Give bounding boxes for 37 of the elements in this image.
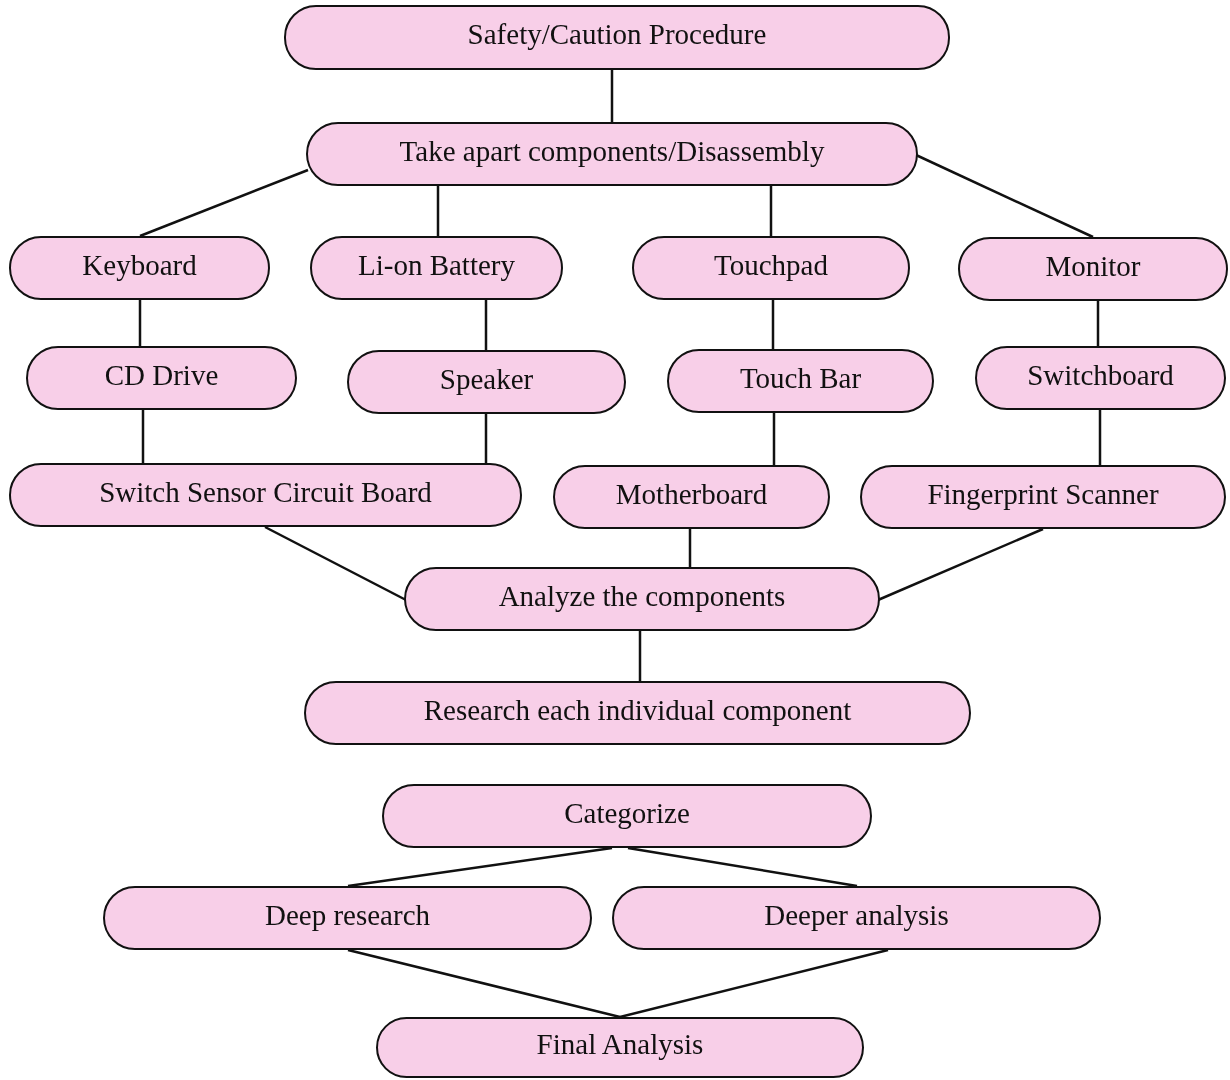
- connector-line: [771, 300, 775, 349]
- process-box: Take apart components/Disassembly: [306, 122, 918, 186]
- connector-line: [484, 300, 488, 350]
- connector-line: [1096, 301, 1100, 346]
- process-box: Fingerprint Scanner: [860, 465, 1226, 529]
- process-box: Li-on Battery: [310, 236, 563, 300]
- connector-line: [769, 186, 773, 236]
- process-box: Research each individual component: [304, 681, 971, 745]
- connector-line: [610, 70, 614, 122]
- process-box: Categorize: [382, 784, 872, 848]
- process-box: Touchpad: [632, 236, 910, 300]
- connector-line: [141, 410, 145, 463]
- connector-line: [347, 948, 621, 1019]
- connector-line: [688, 529, 692, 567]
- process-box: Deep research: [103, 886, 592, 950]
- process-box: Analyze the components: [404, 567, 880, 631]
- connector-line: [619, 948, 889, 1019]
- process-box: Deeper analysis: [612, 886, 1101, 950]
- connector-line: [139, 168, 309, 238]
- process-box: Monitor: [958, 237, 1228, 301]
- connector-line: [772, 413, 776, 465]
- process-box: Final Analysis: [376, 1017, 864, 1078]
- process-box: Speaker: [347, 350, 626, 414]
- process-box: Motherboard: [553, 465, 830, 529]
- process-box: Switchboard: [975, 346, 1226, 410]
- connector-line: [436, 186, 440, 236]
- process-box: Safety/Caution Procedure: [284, 5, 950, 70]
- connector-line: [347, 846, 613, 888]
- connector-line: [638, 631, 642, 681]
- connector-line: [138, 300, 142, 346]
- process-box: Keyboard: [9, 236, 270, 300]
- process-box: CD Drive: [26, 346, 297, 410]
- process-box: Switch Sensor Circuit Board: [9, 463, 522, 527]
- connector-line: [1098, 410, 1102, 465]
- process-box: Touch Bar: [667, 349, 934, 413]
- connector-line: [627, 846, 858, 888]
- connector-line: [484, 414, 488, 463]
